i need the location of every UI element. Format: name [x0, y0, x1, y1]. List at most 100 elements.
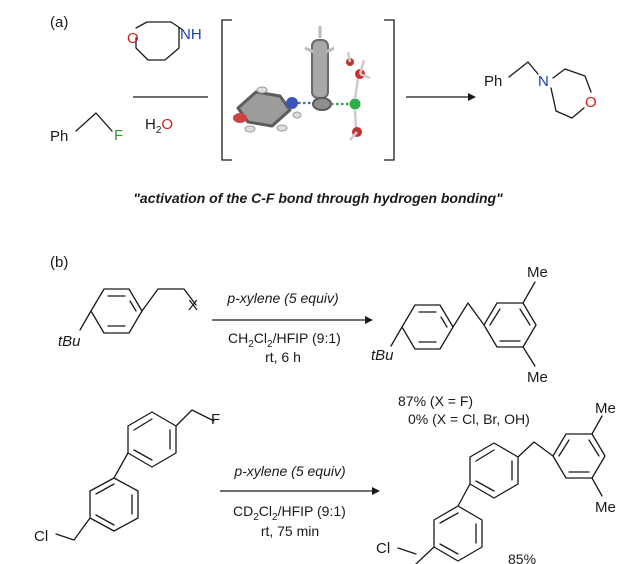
reaction2-cond-line3: rt, 75 min: [261, 523, 319, 539]
morpholine-ring: [135, 21, 180, 61]
reaction1-cond-line2: CH2Cl2/HFIP (9:1): [228, 330, 341, 350]
substrate1-x-label: X: [188, 297, 198, 314]
reaction-arrowhead-b2: [372, 487, 380, 495]
substrate2-ch2f-bond: [175, 409, 215, 427]
product2-me-bottom-bond: [591, 477, 603, 497]
r1-c2b: Cl: [254, 330, 267, 346]
product2-biaryl-bond: [457, 483, 471, 507]
product1-ring-left-double: [418, 311, 448, 343]
product2-ring-middle-double: [475, 449, 513, 492]
morpholine-reagent: O NH: [127, 21, 202, 61]
reaction2-cond-line2: CD2Cl2/HFIP (9:1): [233, 503, 346, 523]
water-h: H: [145, 116, 156, 133]
substrate2-ring-lower-double: [95, 483, 133, 526]
diarylmethane-product-2: Cl Me Me: [376, 400, 616, 564]
substrate1-double-bonds: [107, 295, 137, 327]
benzylmorpholine-product: Ph N O: [484, 61, 597, 119]
substrate2-ch2cl-bond: [55, 517, 91, 541]
left-bracket: [221, 19, 232, 161]
ts-water-lower: [349, 109, 362, 141]
r1-c2s1: 2: [248, 339, 254, 350]
morpholine-n-bond: [170, 21, 184, 31]
reaction-arrowhead-b1: [365, 316, 373, 324]
substrate2-ring-upper: [127, 411, 177, 468]
r1-c2c: /HFIP (9:1): [273, 330, 341, 346]
r2-c2s1: 2: [253, 512, 259, 523]
ts-nitrogen-atom: [286, 97, 298, 109]
water-subscript: 2: [156, 125, 162, 136]
benzyl-ch2-bond: [75, 112, 113, 132]
substrate2-cl-label: Cl: [34, 528, 48, 545]
reaction2-cond-line1: p-xylene (5 equiv): [233, 463, 345, 479]
product2-me-top: Me: [595, 400, 616, 417]
morpholine-nh-label: NH: [180, 26, 202, 43]
product-n-label: N: [538, 73, 549, 90]
product2-cl-bond: [397, 547, 417, 555]
product1-tbu-bond: [390, 326, 403, 347]
product1-ch2-bond: [452, 302, 485, 328]
substrate2-f-label: F: [211, 411, 220, 428]
product2-me-top-bond: [591, 415, 603, 435]
reaction1-cond-line3: rt, 6 h: [265, 349, 301, 365]
product-morpholine-ring: [550, 68, 592, 119]
substrate2-ring-lower: [89, 477, 139, 532]
right-bracket: [384, 19, 395, 161]
product2-cl-label: Cl: [376, 540, 390, 557]
benzyl-ph-label: Ph: [50, 128, 68, 145]
activation-caption: "activation of the C-F bond through hydr…: [133, 190, 503, 206]
product-ph-label: Ph: [484, 73, 502, 90]
yield-x-cl-br-oh: 0% (X = Cl, Br, OH): [408, 411, 530, 427]
r2-c2c: /HFIP (9:1): [278, 503, 346, 519]
product1-ring-right-double: [489, 308, 531, 342]
reaction1-cond-line1: p-xylene (5 equiv): [226, 290, 338, 306]
product1-tbu-label: tBu: [371, 347, 394, 364]
product2-ring-lower: [433, 505, 483, 562]
morpholine-o-label: O: [127, 30, 139, 47]
substrate1-tbu-label: tBu: [58, 333, 81, 350]
ts-fluorine-atom: [349, 98, 361, 110]
r1-c2a: CH: [228, 330, 248, 346]
product2-ring-xylyl-double: [558, 439, 600, 473]
product2-ring-lower-double: [439, 512, 477, 555]
water-o: O: [161, 116, 173, 133]
water-label: H2O: [145, 116, 173, 136]
ts-water-upper: [346, 51, 371, 100]
reaction-arrowhead-a: [468, 93, 476, 101]
reaction1-cond-line1-text: p-xylene (5 equiv): [226, 290, 338, 306]
ts-oxygen-atom: [233, 113, 247, 123]
r1-c2s2: 2: [267, 339, 273, 350]
product2-ring-middle: [469, 442, 519, 499]
fluorine-label: F: [114, 127, 123, 144]
product1-me-bottom-bond: [522, 346, 536, 367]
transition-state-model: [233, 26, 371, 141]
ts-morpholine-ring: [233, 86, 302, 133]
yield-reaction-2: 85%: [508, 551, 536, 564]
product2-ring-xylyl: [552, 433, 606, 479]
product-ch2-bond: [508, 61, 539, 78]
substrate2-ring-upper-double: [133, 418, 171, 461]
substrate1-tbu-bond: [79, 310, 92, 331]
panel-b-label: (b): [50, 254, 68, 271]
panel-a-label: (a): [50, 14, 68, 31]
diarylmethane-product-1: tBu Me Me: [371, 264, 548, 386]
product1-ring-right: [483, 302, 537, 348]
product-o-label: O: [585, 94, 597, 111]
r2-c2a: CD: [233, 503, 253, 519]
product1-me-top-bond: [522, 281, 536, 304]
product2-ch2-bond: [517, 441, 554, 458]
reaction2-cond-line1-text: p-xylene (5 equiv): [233, 463, 345, 479]
tbu-benzyl-substrate: X tBu: [58, 288, 198, 350]
product1-me-top: Me: [527, 264, 548, 281]
product2-ch2cl-bond: [415, 546, 435, 564]
substrate2-biaryl-bond: [113, 452, 129, 479]
product2-me-bottom: Me: [595, 499, 616, 516]
ts-phenyl: [304, 26, 335, 111]
biphenyl-substrate: F Cl: [34, 409, 220, 545]
r2-c2b: Cl: [259, 503, 272, 519]
benzyl-fluoride: Ph F: [50, 112, 123, 145]
substrate1-ch2x-bond: [141, 288, 197, 312]
yield-x-f: 87% (X = F): [398, 393, 473, 409]
product1-me-bottom: Me: [527, 369, 548, 386]
r2-c2s2: 2: [272, 512, 278, 523]
